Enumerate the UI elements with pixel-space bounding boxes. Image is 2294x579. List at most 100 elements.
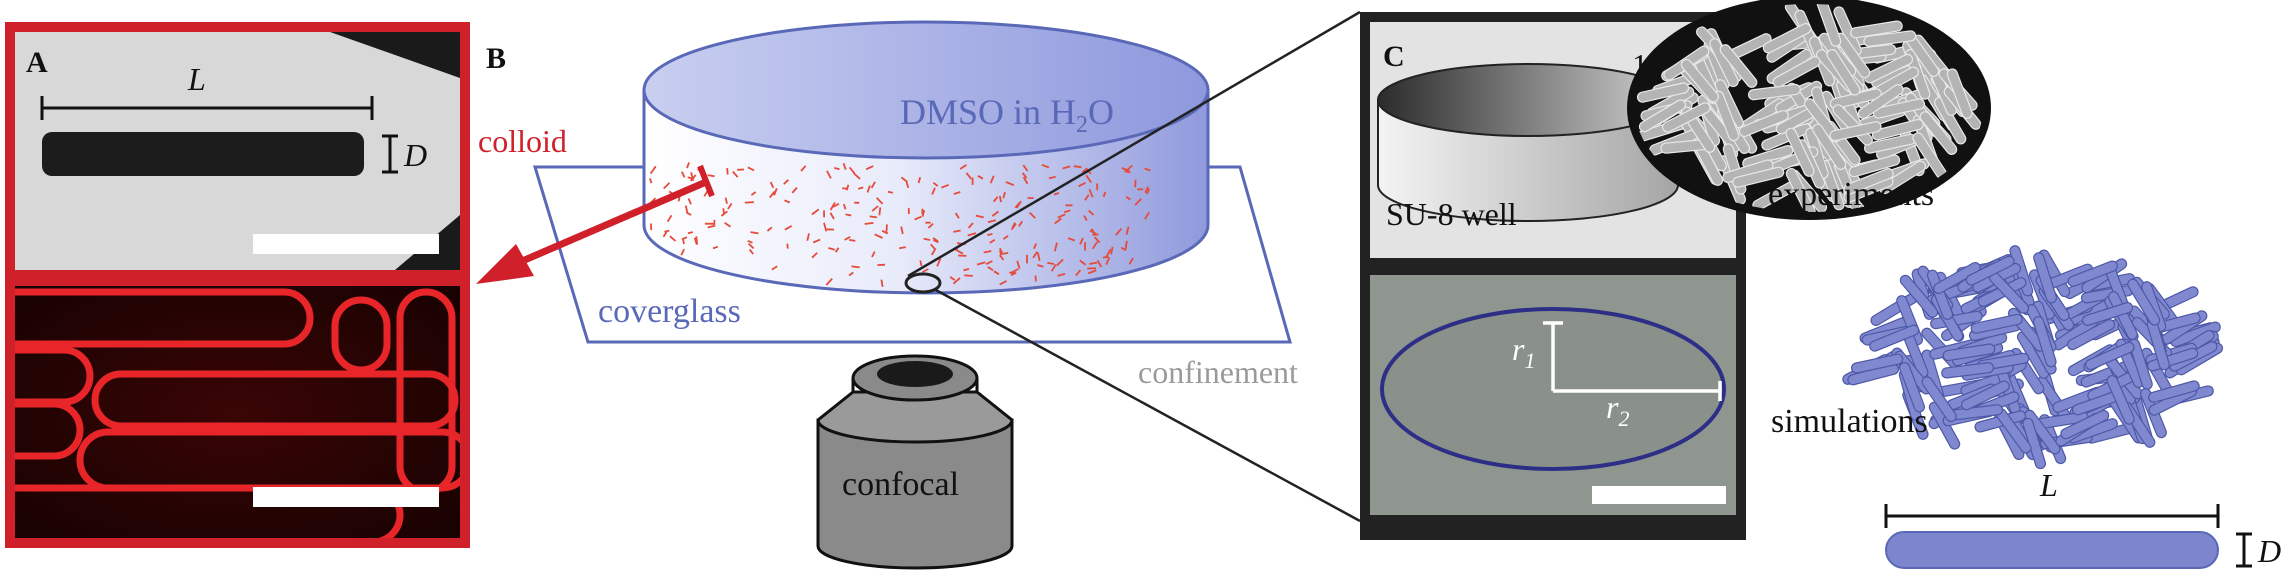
colloid-dash: [664, 229, 670, 233]
rod: [2033, 252, 2058, 304]
rod: [1747, 83, 1801, 101]
colloid-dash: [848, 271, 854, 277]
colloid-dash: [1146, 188, 1151, 195]
colloid-dash: [1096, 259, 1103, 268]
colloid-dash: [1105, 248, 1112, 257]
colloid-dash: [1057, 272, 1066, 277]
confocal-label: confocal: [842, 466, 959, 503]
rod: [1926, 269, 1954, 321]
simulation-rods: [1842, 245, 2224, 470]
colloid-dash: [726, 168, 729, 175]
colloid-dash: [690, 172, 695, 182]
colloid-dash: [1084, 194, 1090, 201]
colloid-dash: [680, 171, 686, 178]
fluorescence-image: [15, 286, 460, 538]
colloid-dash: [1125, 196, 1131, 201]
zoom-well: [904, 272, 942, 294]
colloid-dashes: [647, 162, 1151, 287]
panel-c-label: C: [1383, 40, 1405, 73]
colloid-dash: [1088, 209, 1095, 216]
colloid-dash: [864, 222, 874, 225]
colloid-dash: [940, 183, 950, 189]
colloid-dash: [976, 261, 986, 266]
tem-image: [15, 32, 460, 270]
rod: [2060, 409, 2110, 440]
colloid-dash: [1032, 251, 1039, 259]
colloid-dash: [680, 248, 686, 256]
colloid-dash: [1089, 261, 1098, 265]
colloid-dash: [724, 222, 731, 228]
colloid-dash: [917, 176, 922, 184]
dish-top: [642, 20, 1210, 160]
colloid-dash: [845, 213, 852, 217]
colloid-dash: [829, 212, 835, 220]
r2-label: r2: [1606, 389, 1629, 431]
rod: [1738, 109, 1789, 138]
colloid-dash: [1028, 211, 1036, 219]
colloid-dash: [1128, 257, 1134, 265]
colloid-dash: [769, 190, 776, 199]
rod: [1869, 324, 1920, 352]
rod: [1815, 4, 1842, 47]
colloid-dash: [975, 214, 984, 219]
colloid-dash: [712, 245, 719, 250]
rod: [1848, 154, 1901, 178]
colloid-dash: [1124, 170, 1131, 174]
colloid-dash: [852, 172, 861, 180]
rod: [1933, 261, 1981, 295]
colloid-dash: [953, 191, 961, 195]
colloid-dash: [959, 164, 967, 170]
colloid-dash: [1002, 235, 1009, 240]
colloid-dash: [1110, 246, 1114, 255]
colloid-dash: [786, 243, 789, 249]
rod: [2023, 409, 2061, 455]
colloid-dash: [1087, 269, 1097, 275]
colloid-dash: [848, 166, 856, 174]
colloid-dash: [1102, 191, 1107, 198]
colloid-dash: [949, 276, 956, 281]
rod: [2127, 278, 2161, 326]
rod: [1899, 274, 1939, 318]
colloid-dash: [1021, 172, 1028, 179]
colloid-dash: [832, 202, 840, 208]
colloid-dash: [1010, 222, 1016, 230]
rod: [2066, 319, 2116, 351]
colloid-dash: [887, 190, 894, 194]
colloid-dash: [1063, 209, 1071, 214]
rod: [1803, 98, 1841, 143]
sim-diameter-label: D: [2257, 533, 2281, 569]
colloid-dash: [1124, 240, 1128, 250]
colloid-dash: [1083, 215, 1088, 222]
colloid-dash: [1022, 176, 1029, 185]
colloid-dash: [1057, 213, 1066, 219]
colloid-dash: [750, 231, 759, 235]
colloid-dash: [991, 210, 999, 217]
colloid-dash: [869, 215, 878, 219]
colloid-dash: [823, 222, 828, 232]
colloid-dash: [1053, 242, 1058, 252]
colloid-dash: [933, 239, 939, 244]
rod: [2067, 260, 2118, 287]
colloid-dash: [866, 185, 871, 193]
colloid-dash: [1022, 164, 1029, 172]
rod: [1712, 90, 1740, 142]
colloid-dash: [998, 195, 1002, 203]
colloid-dash: [930, 243, 936, 250]
colloid-dash: [865, 165, 874, 171]
rod: [1812, 123, 1847, 171]
colloid-dash: [1002, 191, 1006, 199]
colloid-dash: [932, 181, 939, 187]
colloid-dash: [806, 233, 810, 241]
colloid-dash: [922, 268, 929, 273]
colloid-dash: [977, 175, 984, 180]
rod: [1829, 121, 1882, 142]
colloid-dash: [1088, 188, 1094, 198]
colloid-dash: [989, 175, 995, 184]
panel-b-label: B: [486, 42, 506, 75]
length-label: L: [187, 61, 206, 97]
r1-label: r1: [1512, 331, 1535, 373]
colloid-dash: [1062, 165, 1071, 170]
rod: [1941, 362, 1995, 379]
rod: [2148, 380, 2200, 403]
